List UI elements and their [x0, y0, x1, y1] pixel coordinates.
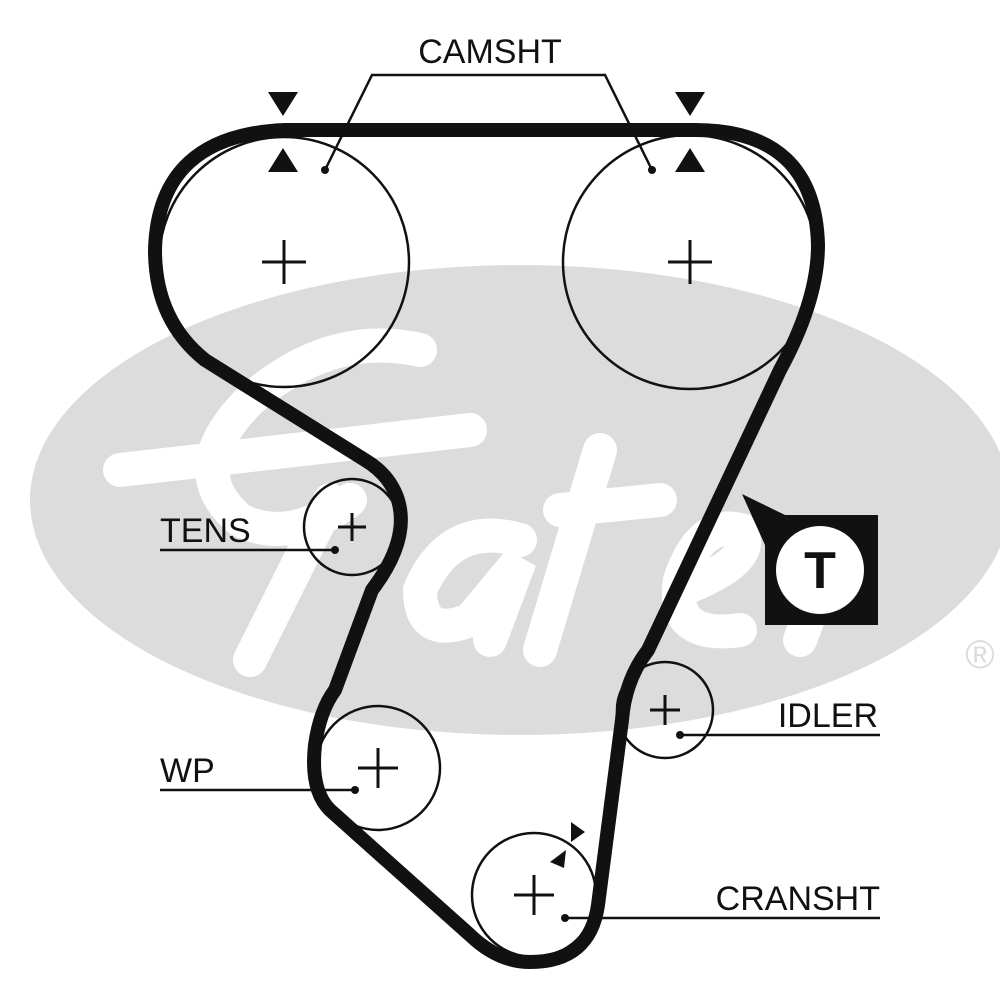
timing-mark-triangle-icon — [550, 850, 566, 868]
gates-logo-lettering-shapes — [103, 328, 847, 677]
timing-mark-triangle-icon — [675, 92, 705, 116]
timing-marks — [268, 92, 705, 868]
timing-mark-triangle-icon — [571, 822, 585, 842]
timing-mark-triangle-icon — [268, 92, 298, 116]
timing-mark-triangle-icon — [675, 148, 705, 172]
leader-dots — [321, 166, 684, 922]
gates-logo-watermark: ® — [30, 265, 1000, 735]
center-cross-marks — [262, 240, 712, 915]
crankshaft-label: CRANSHT — [716, 880, 880, 918]
leader-lines — [160, 73, 880, 920]
timing-belt — [148, 123, 825, 969]
idler-label: IDLER — [778, 697, 878, 735]
tensioner-label: TENS — [160, 512, 251, 550]
registered-mark: ® — [965, 633, 994, 677]
tension-badge-letter: T — [804, 542, 836, 600]
timing-mark-triangle-icon — [268, 148, 298, 172]
tension-badge: T — [742, 494, 878, 625]
water-pump-label: WP — [160, 752, 215, 790]
camshaft-label: CAMSHT — [418, 33, 562, 71]
